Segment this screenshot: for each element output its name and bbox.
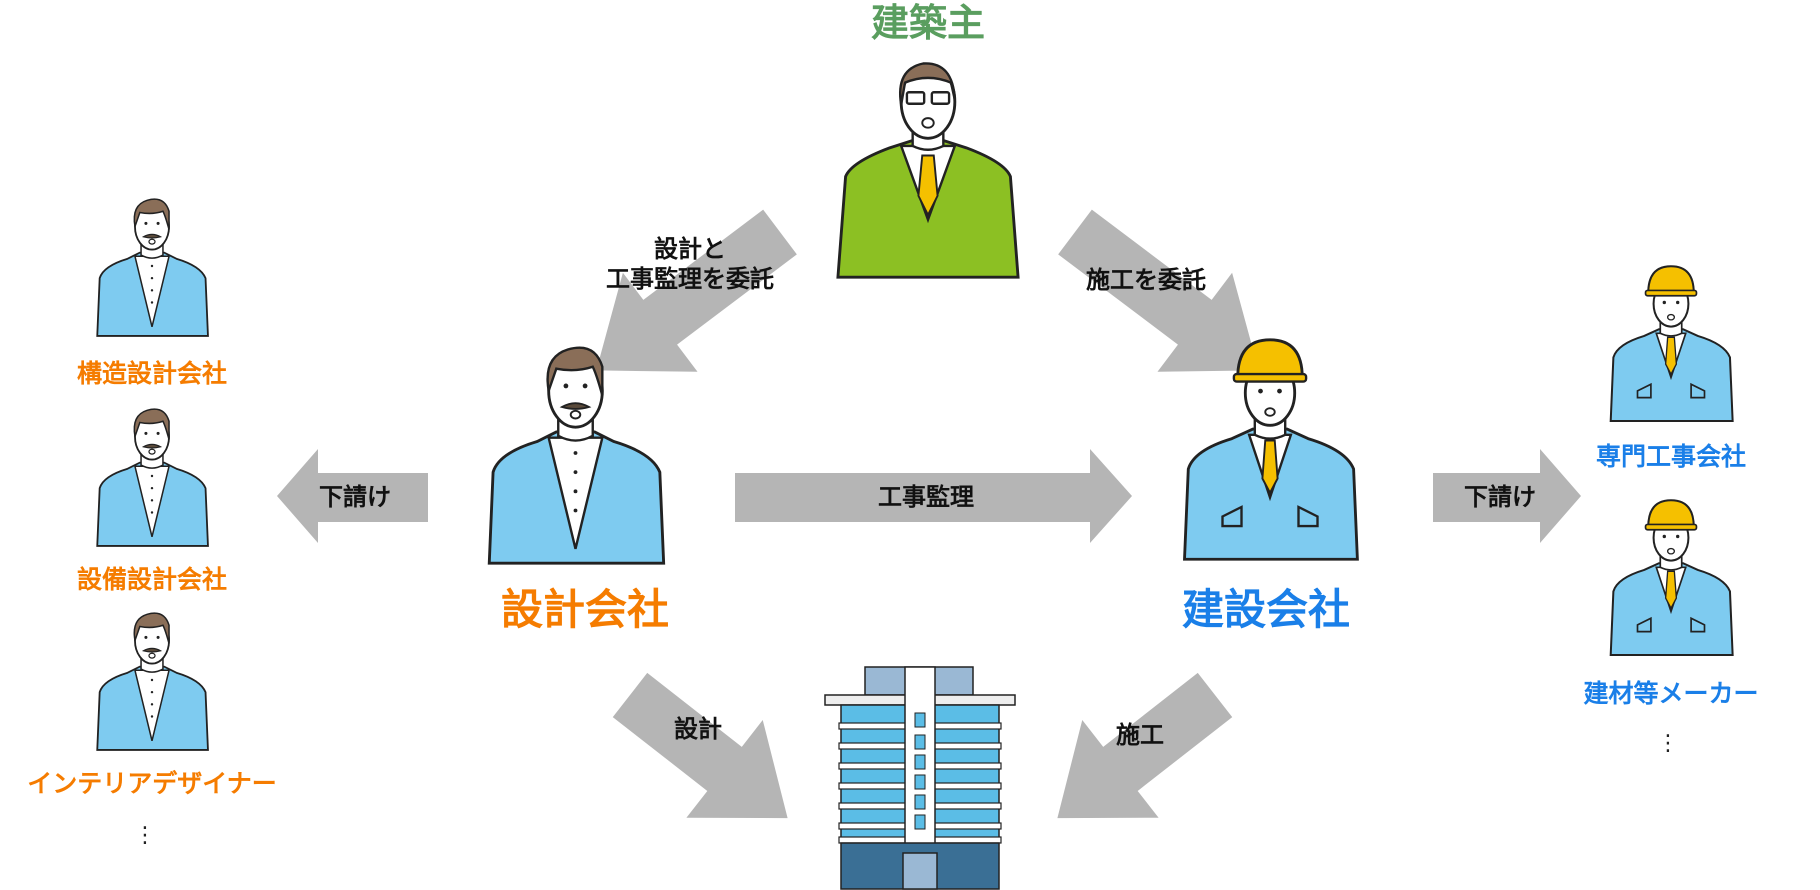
arrow-client-to-construction xyxy=(1058,209,1259,372)
arrow-label-line-2: 工事監理を委託 xyxy=(606,265,774,293)
design-firm-label: 設計会社 xyxy=(500,585,670,634)
client-label: 建築主 xyxy=(870,1,986,45)
more-ellipsis: ⋮ xyxy=(1657,731,1679,756)
arrow-construction-to-building xyxy=(1057,672,1233,819)
design-subcontractor-label: インテリアデザイナー xyxy=(27,769,277,798)
arrow-label-design-subcontract: 下請け xyxy=(319,483,391,511)
construction-company-person-icon xyxy=(1175,336,1365,564)
design-subcontractor-label: 構造設計会社 xyxy=(76,359,228,388)
arrow-label-client-to-design: 設計と 工事監理を委託 xyxy=(606,234,774,294)
equipment-designer-person-icon xyxy=(91,403,213,549)
specialist-contractor-person-icon xyxy=(1604,262,1738,426)
construction-subcontractor-label: 建材等メーカー xyxy=(1583,679,1759,708)
construction-company-label: 建設会社 xyxy=(1181,585,1351,634)
arrow-design-subcontract xyxy=(277,449,428,543)
design-firm-person-icon xyxy=(478,338,673,568)
more-ellipsis: ⋮ xyxy=(134,823,156,848)
arrow-construction-subcontract xyxy=(1433,449,1581,543)
arrow-client-to-design xyxy=(596,209,797,372)
building-icon xyxy=(824,666,1016,890)
arrow-label-design-to-building: 設計 xyxy=(674,715,722,743)
arrow-label-client-to-construction: 施工を委託 xyxy=(1086,266,1206,294)
arrow-label-construction-to-building: 施工 xyxy=(1116,721,1164,749)
manufacturer-person-icon xyxy=(1604,496,1738,660)
construction-subcontractor-label: 専門工事会社 xyxy=(1595,442,1747,471)
design-subcontractor-label: 設備設計会社 xyxy=(76,565,228,594)
interior-designer-person-icon xyxy=(91,607,213,753)
arrow-label-supervision: 工事監理 xyxy=(878,483,974,511)
structural-designer-person-icon xyxy=(91,193,213,339)
client-person-icon xyxy=(828,52,1028,282)
arrow-label-construction-subcontract: 下請け xyxy=(1464,483,1536,511)
arrow-supervision xyxy=(735,449,1132,543)
arrow-design-to-building xyxy=(612,672,788,819)
arrow-label-line-1: 設計と xyxy=(654,235,726,263)
